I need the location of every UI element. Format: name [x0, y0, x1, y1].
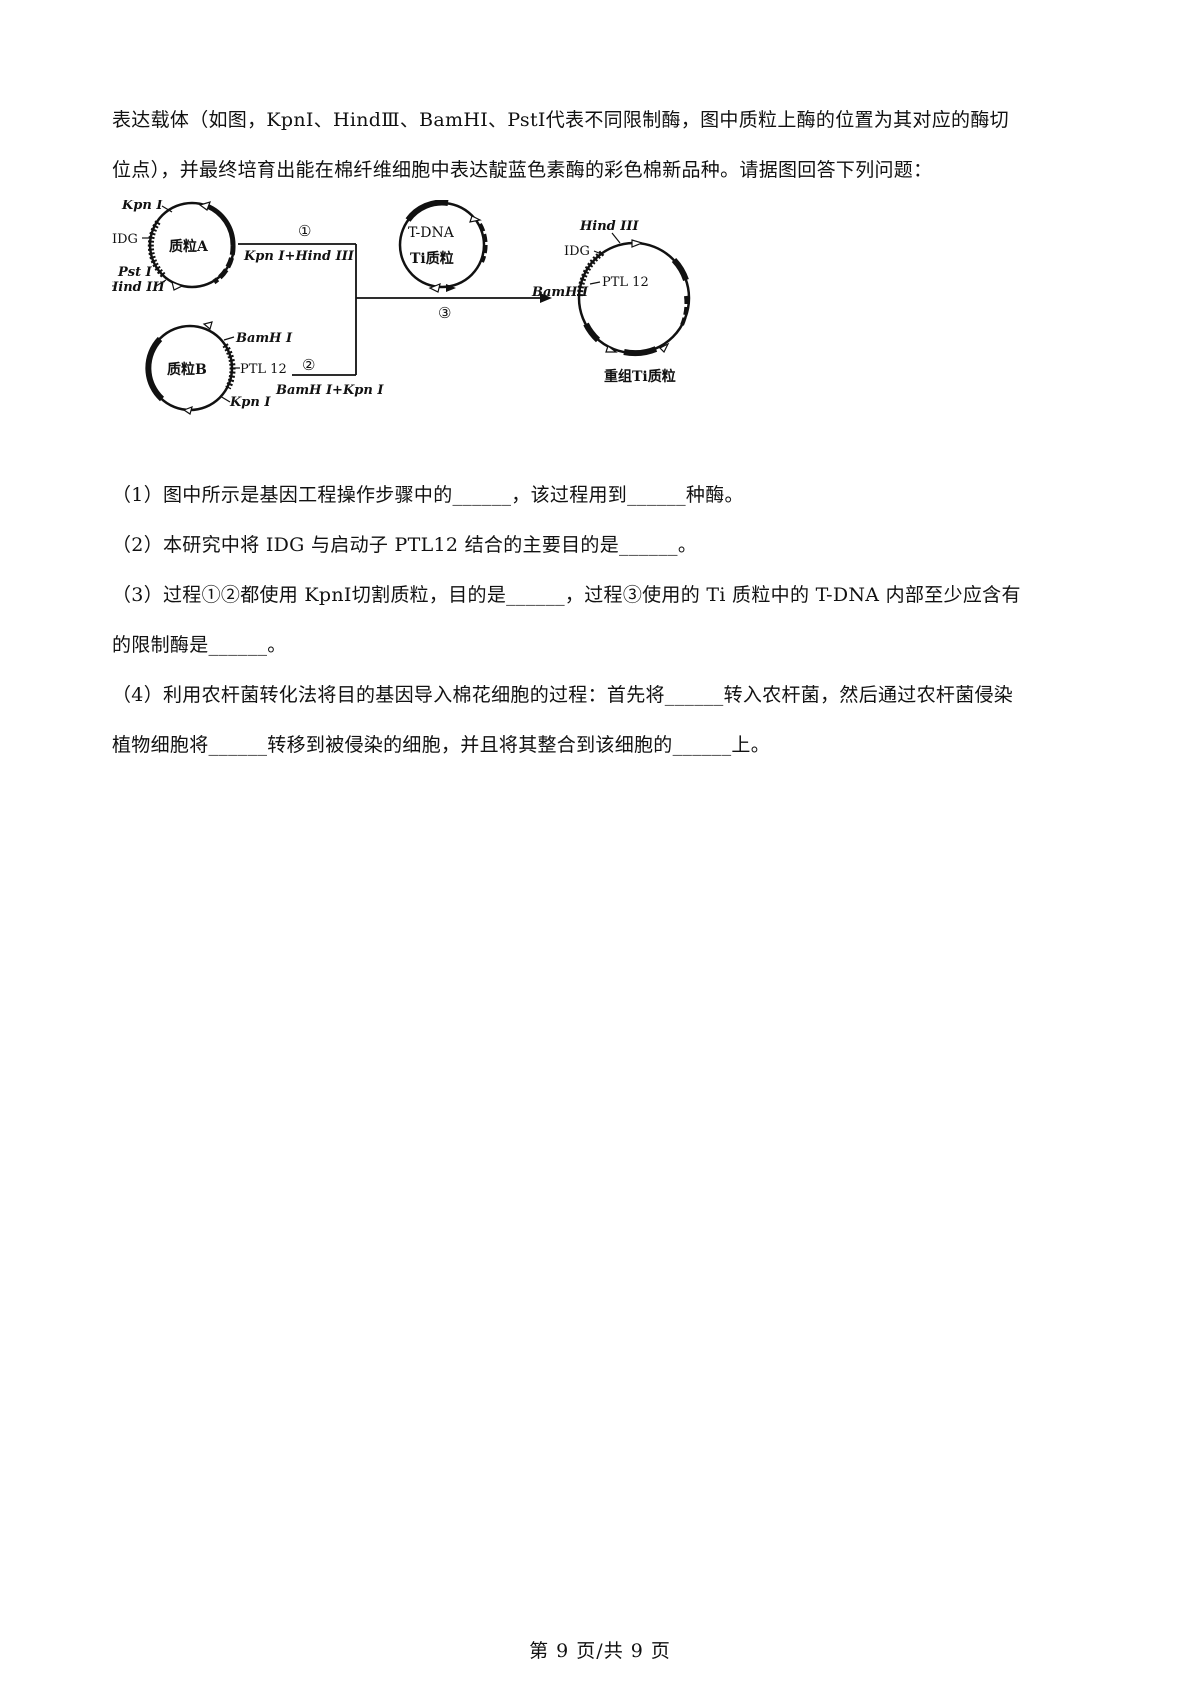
intro-paragraph: 表达载体（如图，KpnⅠ、HindⅢ、BamHⅠ、PstⅠ代表不同限制酶，图中质… [112, 95, 1102, 195]
ti-plasmid-tdna-label: T-DNA [408, 225, 455, 241]
plasmid-a-kpn-label: Kpn I [121, 200, 163, 213]
recombinant-idg-label: IDG [564, 244, 590, 259]
plasmid-b-kpn-label: Kpn I [229, 395, 271, 410]
plasmid-a-hind-label: Hind III [112, 280, 165, 295]
step-1-enzymes: Kpn I+Hind III [243, 249, 355, 264]
recombinant-promoter-label: PTL 12 [602, 275, 649, 290]
plasmid-b-promoter-label: PTL 12 [240, 362, 287, 377]
ti-plasmid: T-DNA Ti质粒 [398, 200, 488, 293]
intro-line-2: 位点），并最终培育出能在棉纤维细胞中表达靛蓝色素酶的彩色棉新品种。请据图回答下列… [112, 159, 933, 181]
plasmid-b: 质粒B BamH I PTL 12 Kpn I [145, 321, 293, 415]
step-2-enzymes: BamH I+Kpn I [275, 383, 384, 398]
plasmid-a-pst-label: Pst I [117, 265, 153, 280]
step-1-mark: ① [298, 222, 311, 240]
plasmid-b-bam-label: BamH I [235, 331, 293, 346]
plasmid-a: 质粒A Kpn I IDG Pst I Hind III [112, 200, 236, 295]
question-4-line-2: 植物细胞将______转移到被侵染的细胞，并且将其整合到该细胞的______上。 [112, 734, 771, 756]
plasmid-construction-diagram: 质粒A Kpn I IDG Pst I Hind III 质粒B BamH I … [112, 200, 691, 415]
intro-line-1: 表达载体（如图，KpnⅠ、HindⅢ、BamHⅠ、PstⅠ代表不同限制酶，图中质… [112, 109, 1009, 131]
question-3-line-1: （3）过程①②都使用 KpnⅠ切割质粒，目的是______，过程③使用的 Ti … [112, 584, 1021, 606]
plasmid-a-label: 质粒A [169, 238, 209, 255]
page-footer: 第 9 页/共 9 页 [529, 1640, 671, 1662]
plasmid-a-idg-label: IDG [112, 232, 138, 247]
process-lines: ① Kpn I+Hind III ② BamH I+Kpn I ③ [238, 222, 552, 398]
question-1: （1）图中所示是基因工程操作步骤中的______，该过程用到______种酶。 [112, 484, 744, 506]
question-3: （3）过程①②都使用 KpnⅠ切割质粒，目的是______，过程③使用的 Ti … [112, 570, 1102, 670]
recombinant-bam-label: BamH I [531, 285, 589, 300]
recombinant-ti-plasmid: Hind III IDG BamH I PTL 12 重组Ti质粒 [531, 219, 691, 385]
recombinant-hind-label: Hind III [579, 219, 639, 234]
step-3-mark: ③ [438, 304, 451, 322]
question-3-line-2: 的限制酶是______。 [112, 634, 287, 656]
recombinant-label: 重组Ti质粒 [604, 368, 676, 385]
question-4: （4）利用农杆菌转化法将目的基因导入棉花细胞的过程：首先将______转入农杆菌… [112, 670, 1102, 770]
ti-plasmid-label: Ti质粒 [410, 250, 454, 267]
question-4-line-1: （4）利用农杆菌转化法将目的基因导入棉花细胞的过程：首先将______转入农杆菌… [112, 684, 1014, 706]
plasmid-b-label: 质粒B [167, 361, 207, 378]
step-2-mark: ② [302, 356, 315, 374]
question-2: （2）本研究中将 IDG 与启动子 PTL12 结合的主要目的是______。 [112, 534, 698, 556]
